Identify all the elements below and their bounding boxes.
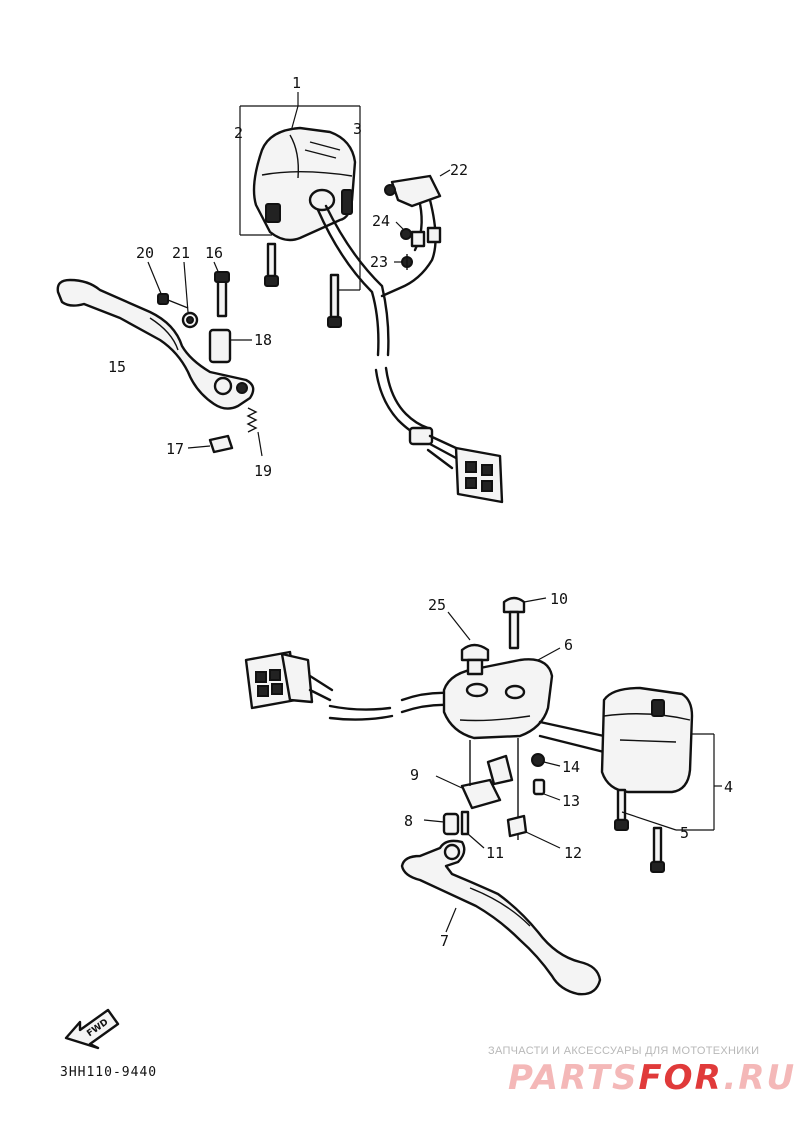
callout-7: 7 bbox=[440, 932, 449, 950]
bolt-16 bbox=[213, 261, 230, 318]
collar-18 bbox=[208, 328, 252, 364]
bolt-23 bbox=[394, 254, 413, 270]
left-switch-harness bbox=[316, 204, 458, 470]
bolt-10 bbox=[502, 596, 547, 650]
bracket-6-lead bbox=[537, 647, 561, 661]
nut-21 bbox=[181, 261, 199, 329]
callout-10: 10 bbox=[550, 590, 568, 608]
callout-1: 1 bbox=[292, 74, 301, 92]
callout-24: 24 bbox=[372, 212, 390, 230]
reservoir-cap-25 bbox=[447, 611, 490, 676]
collar-8 bbox=[423, 812, 460, 836]
bolt-13 bbox=[532, 778, 561, 801]
switch-screw-5a bbox=[614, 788, 677, 831]
clutch-switch bbox=[380, 169, 451, 298]
handlebar-tube bbox=[538, 720, 606, 754]
callout-2: 2 bbox=[234, 124, 243, 142]
cap-17 bbox=[187, 434, 234, 454]
right-switch-harness bbox=[308, 674, 462, 721]
callout-13: 13 bbox=[562, 792, 580, 810]
lower-assembly bbox=[244, 596, 722, 996]
upper-assembly bbox=[56, 92, 504, 504]
forward-arrow-icon: FWD bbox=[64, 1008, 120, 1050]
watermark-logo: PARTSFOR.RU bbox=[508, 1058, 796, 1098]
callout-22: 22 bbox=[450, 161, 468, 179]
watermark-logo-parts: PARTS bbox=[508, 1058, 639, 1098]
callout-8: 8 bbox=[404, 812, 413, 830]
watermark-logo-ru: .RU bbox=[723, 1058, 797, 1098]
master-cylinder-body bbox=[442, 658, 554, 740]
spring-19 bbox=[246, 407, 263, 457]
watermark-logo-for: FOR bbox=[638, 1058, 724, 1098]
right-switch-connector bbox=[244, 650, 314, 710]
callout-15: 15 bbox=[108, 358, 126, 376]
callout-labels: 1 2 3 22 24 23 20 21 16 18 15 17 19 25 1… bbox=[108, 74, 733, 950]
watermark-tagline: ЗАПЧАСТИ И АКСЕССУАРЫ ДЛЯ МОТОТЕХНИКИ bbox=[488, 1045, 760, 1057]
callout-25: 25 bbox=[428, 596, 446, 614]
cap-12 bbox=[506, 814, 561, 849]
switch-screw-left bbox=[239, 120, 279, 287]
callout-17: 17 bbox=[166, 440, 184, 458]
callout-23: 23 bbox=[370, 253, 388, 271]
callout-6: 6 bbox=[564, 636, 573, 654]
callout-16: 16 bbox=[205, 244, 223, 262]
nut-24 bbox=[395, 221, 412, 240]
brake-lever-7 bbox=[400, 839, 602, 996]
callout-11: 11 bbox=[486, 844, 504, 862]
left-switch-housing bbox=[252, 126, 357, 242]
callout-9: 9 bbox=[410, 766, 419, 784]
switch-screw-5b bbox=[650, 826, 665, 873]
callout-14: 14 bbox=[562, 758, 580, 776]
brake-switch-9 bbox=[435, 738, 519, 840]
callout-20: 20 bbox=[136, 244, 154, 262]
callout-5: 5 bbox=[680, 824, 689, 842]
nut-14 bbox=[531, 753, 561, 767]
callout-4: 4 bbox=[724, 778, 733, 796]
callout-19: 19 bbox=[254, 462, 272, 480]
callout-3: 3 bbox=[353, 120, 362, 138]
clutch-lever-15 bbox=[56, 278, 255, 410]
callout-18: 18 bbox=[254, 331, 272, 349]
right-switch-housing bbox=[600, 686, 722, 831]
diagram-code: 3HH110-9440 bbox=[60, 1065, 157, 1080]
callout-12: 12 bbox=[564, 844, 582, 862]
screw-11 bbox=[460, 810, 485, 849]
callout-21: 21 bbox=[172, 244, 190, 262]
left-switch-connector bbox=[454, 446, 504, 504]
bolt-20 bbox=[147, 261, 189, 309]
